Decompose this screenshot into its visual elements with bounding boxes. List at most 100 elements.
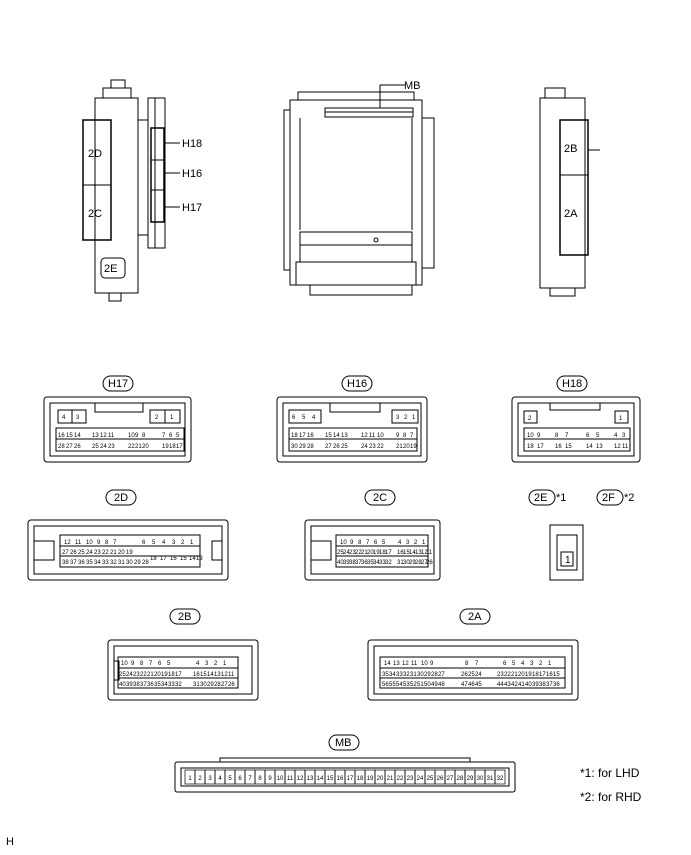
pin: 17 <box>176 444 183 450</box>
mb-pin: 17 <box>347 776 354 782</box>
pin: 33 <box>396 672 403 678</box>
title-mb: MB <box>335 737 352 749</box>
pin: 32 <box>403 672 410 678</box>
title-h18: H18 <box>562 378 582 390</box>
pin: 29 <box>134 560 141 566</box>
pin: 6 <box>292 415 296 421</box>
note-lhd: *1: for LHD <box>580 766 640 780</box>
title-2b: 2B <box>178 611 191 623</box>
pin: 14 <box>384 661 391 667</box>
pin: 32 <box>110 560 117 566</box>
mb-pin: 25 <box>427 776 434 782</box>
pin: 28 <box>431 672 438 678</box>
mb-pin: 16 <box>337 776 344 782</box>
pin: 40 <box>525 682 532 688</box>
pin: 9 <box>131 661 135 667</box>
h16-pins: 6 5 4 3 2 1 18 17 16 15 14 13 12 11 10 9… <box>291 415 417 450</box>
pin: 26 <box>426 560 433 566</box>
pin: 10 <box>340 540 347 546</box>
pin: 50 <box>424 682 431 688</box>
pin: 27 <box>221 682 228 688</box>
pin-2e-1: 1 <box>565 555 571 566</box>
pin: 27 <box>421 560 428 566</box>
pin: 4 <box>521 661 525 667</box>
h17-connector-body <box>43 396 192 463</box>
pin: 11 <box>228 672 235 678</box>
pin: 23 <box>94 550 101 556</box>
pin: 28 <box>142 560 149 566</box>
pin: 5 <box>596 433 600 439</box>
pin: 13 <box>92 433 99 439</box>
pin: 43 <box>504 682 511 688</box>
mb-pin: 10 <box>277 776 284 782</box>
mb-pin: 30 <box>477 776 484 782</box>
pin: 15 <box>553 672 560 678</box>
pin: 53 <box>403 682 410 688</box>
pin: 37 <box>355 560 362 566</box>
pin: 2 <box>528 416 532 422</box>
callout-h17: H17 <box>182 202 202 214</box>
title-2c: 2C <box>373 492 387 504</box>
h18-pins: 2 1 10 9 8 7 6 5 4 3 18 17 16 15 14 13 1… <box>527 416 629 450</box>
pin: 24 <box>475 672 482 678</box>
pin: 17 <box>537 444 544 450</box>
pin: 12 <box>421 550 428 556</box>
pin: 18 <box>379 550 386 556</box>
pin: 52 <box>410 682 417 688</box>
right-unit-drawing <box>539 87 600 297</box>
pin: 11 <box>622 444 629 450</box>
pin: 5 <box>176 433 180 439</box>
callout-h18: H18 <box>182 138 202 150</box>
callout-mb: MB <box>404 80 421 92</box>
pin: 33 <box>102 560 109 566</box>
pin: 4 <box>398 540 402 546</box>
mb-pin: 20 <box>377 776 384 782</box>
pin: 2 <box>414 540 418 546</box>
pin: 13 <box>596 444 603 450</box>
pin: 29 <box>424 672 431 678</box>
pin: 21 <box>511 672 518 678</box>
pin: 5 <box>512 661 516 667</box>
pin: 21 <box>361 550 368 556</box>
pin: 3 <box>172 540 176 546</box>
pin: 6 <box>158 661 162 667</box>
mb-pin: 11 <box>287 776 294 782</box>
mb-pin: 22 <box>397 776 404 782</box>
mb-pin: 9 <box>268 776 272 782</box>
pin: 22 <box>140 672 147 678</box>
pin: 48 <box>438 682 445 688</box>
pin: 1 <box>190 540 194 546</box>
mark-star1: *1 <box>556 492 566 504</box>
pin: 31 <box>193 682 200 688</box>
pin: 21 <box>396 444 403 450</box>
pin: 10 <box>421 661 428 667</box>
pin: 11 <box>369 433 376 439</box>
pin: 45 <box>475 682 482 688</box>
pin: 25 <box>337 550 344 556</box>
pin: 22 <box>377 444 384 450</box>
pin: 23 <box>133 672 140 678</box>
2a-pins: 14 13 12 11 10 9 8 7 6 5 4 3 2 1 35 34 3… <box>382 661 560 688</box>
mb-pin-cell <box>494 769 506 785</box>
pin: 8 <box>555 433 559 439</box>
pin: 30 <box>200 682 207 688</box>
pin: 10 <box>128 433 135 439</box>
left-unit-drawing <box>82 79 180 302</box>
pin: 29 <box>409 560 416 566</box>
pin: 13 <box>214 672 221 678</box>
pin: 8 <box>142 433 146 439</box>
title-2a: 2A <box>468 611 482 623</box>
pin: 18 <box>527 444 534 450</box>
pin: 20 <box>367 550 374 556</box>
callout-2c: 2C <box>88 208 102 220</box>
mb-pin: 32 <box>497 776 504 782</box>
pin: 49 <box>431 682 438 688</box>
pin: 3 <box>396 415 400 421</box>
pin: 16 <box>307 433 314 439</box>
pin: 11 <box>108 433 115 439</box>
pin: 25 <box>341 444 348 450</box>
title-2f: 2F <box>602 492 615 504</box>
title-h16: H16 <box>347 378 367 390</box>
2b-pins: 10 9 8 7 6 5 4 3 2 1 25 24 23 22 21 20 1… <box>119 661 235 688</box>
pin: 35 <box>382 672 389 678</box>
